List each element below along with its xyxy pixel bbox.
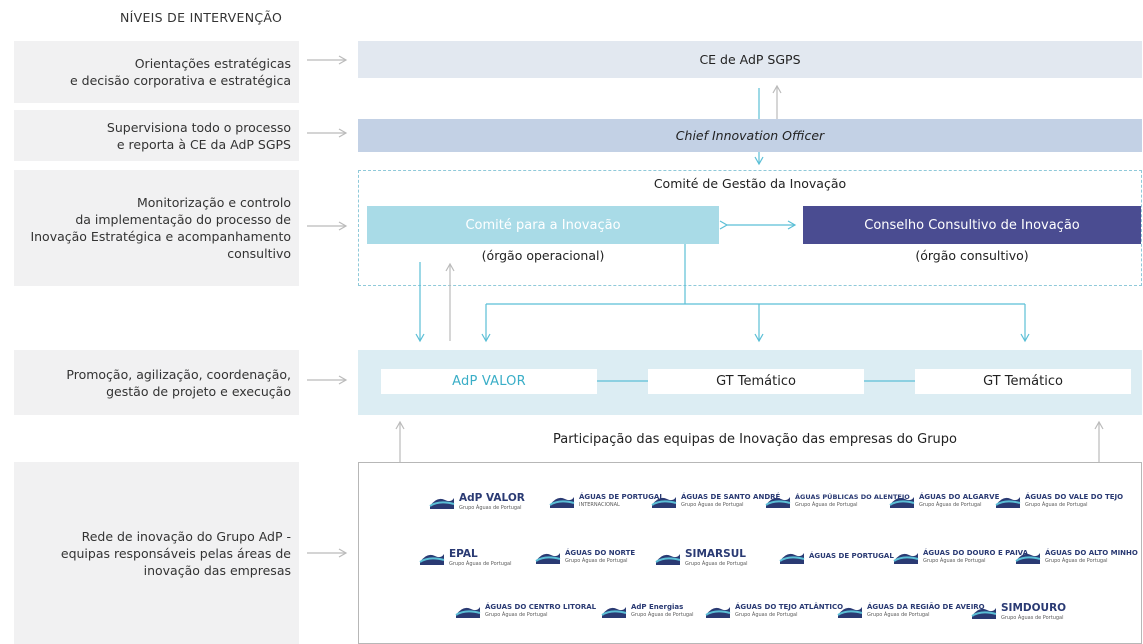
logo-name: SIMDOURO — [1001, 602, 1067, 614]
wave-logo-icon — [419, 553, 445, 565]
level-promotion: Promoção, agilização, coordenação, gestã… — [14, 350, 299, 415]
wave-logo-icon — [655, 553, 681, 565]
wave-logo-icon — [429, 497, 455, 509]
conselho-consultivo-sub: (órgão consultivo) — [915, 248, 1029, 263]
wave-logo-icon — [893, 553, 919, 564]
wave-logo-icon — [601, 607, 627, 618]
level-network-text: Rede de inovação do Grupo AdP - equipas … — [60, 528, 291, 578]
level-strategic-text: Orientações estratégicas e decisão corpo… — [70, 56, 291, 88]
wave-logo-icon — [765, 497, 791, 508]
logo-name: SIMARSUL — [685, 548, 746, 560]
logo-name: ÁGUAS DE PORTUGAL — [809, 551, 894, 560]
logo-sub: Grupo Águas de Portugal — [867, 612, 930, 618]
logo-name: AdP VALOR — [459, 492, 525, 504]
logo-sub: Grupo Águas de Portugal — [923, 558, 986, 564]
logo-sub: Grupo Águas de Portugal — [681, 502, 744, 508]
logo-name: ÁGUAS DO ALGARVE — [919, 493, 1000, 501]
gt-tematico-chip-2: GT Temático — [915, 369, 1131, 394]
wave-logo-icon — [971, 607, 997, 619]
wave-logo-icon — [705, 607, 731, 618]
ce-adp-sgps-label: CE de AdP SGPS — [699, 52, 801, 67]
logo-sub: Grupo Águas de Portugal — [919, 502, 982, 508]
logo-sub: Grupo Águas de Portugal — [1001, 614, 1064, 621]
logo-sub: Grupo Águas de Portugal — [1045, 558, 1108, 564]
adp-valor-label: AdP VALOR — [452, 374, 526, 389]
logo-sub: Grupo Águas de Portugal — [631, 612, 694, 618]
gt-tematico-chip-1: GT Temático — [648, 369, 864, 394]
wave-logo-icon — [549, 497, 575, 508]
wave-logo-icon — [889, 497, 915, 508]
adp-valor-chip: AdP VALOR — [381, 369, 597, 394]
logo-sub: Grupo Águas de Portugal — [795, 501, 858, 508]
comite-inovacao-sub: (órgão operacional) — [481, 248, 605, 263]
comite-gestao-title: Comité de Gestão da Inovação — [653, 176, 847, 191]
logo-sub: INTERNACIONAL — [579, 502, 620, 508]
level-monitoring: Monitorização e controlo da implementaçã… — [14, 170, 299, 286]
logo-sub: Grupo Águas de Portugal — [485, 612, 548, 618]
level-network: Rede de inovação do Grupo AdP - equipas … — [14, 462, 299, 644]
cio-label: Chief Innovation Officer — [675, 128, 825, 143]
logo-name: ÁGUAS DO TEJO ATLÂNTICO — [735, 603, 844, 611]
gt-tematico-label-1: GT Temático — [716, 374, 796, 389]
cio-box: Chief Innovation Officer — [358, 119, 1142, 152]
gt-tematico-label-2: GT Temático — [983, 374, 1063, 389]
logo-name: AdP Energias — [631, 603, 684, 611]
wave-logo-icon — [779, 553, 805, 564]
level-strategic: Orientações estratégicas e decisão corpo… — [14, 41, 299, 103]
logo-name: ÁGUAS DO NORTE — [565, 549, 636, 557]
comite-inovacao-label: Comité para a Inovação — [465, 217, 621, 233]
logo-name: ÁGUAS DO VALE DO TEJO — [1025, 493, 1124, 501]
logo-name: ÁGUAS DO DOURO E PAIVA — [923, 549, 1029, 557]
level-promotion-text: Promoção, agilização, coordenação, gestã… — [66, 366, 291, 399]
logo-sub: Grupo Águas de Portugal — [565, 558, 628, 564]
levels-heading: NÍVEIS DE INTERVENÇÃO — [120, 10, 283, 25]
logo-name: EPAL — [449, 548, 478, 560]
logo-name: ÁGUAS PÚBLICAS DO ALENTEJO — [795, 493, 910, 502]
wave-logo-icon — [837, 607, 863, 618]
logo-name: ÁGUAS DO CENTRO LITORAL — [485, 603, 597, 611]
comite-gestao-frame — [358, 170, 1142, 286]
ce-adp-sgps-box: CE de AdP SGPS — [358, 41, 1142, 78]
level-supervision: Supervisiona todo o processo e reporta à… — [14, 110, 299, 161]
wave-logo-icon — [1015, 553, 1041, 564]
logo-name: ÁGUAS DE PORTUGAL — [579, 493, 664, 501]
wave-logo-icon — [995, 497, 1021, 508]
logo-name: ÁGUAS DO ALTO MINHO — [1045, 549, 1138, 557]
logo-sub: Grupo Águas de Portugal — [1025, 502, 1088, 508]
comite-inovacao-box: Comité para a Inovação — [367, 206, 719, 244]
logo-sub: Grupo Águas de Portugal — [449, 560, 512, 567]
logo-sub: Grupo Águas de Portugal — [735, 612, 798, 618]
logo-aguas-portugal: ÁGUAS DE PORTUGAL — [779, 549, 894, 565]
logo-sub: Grupo Águas de Portugal — [685, 560, 748, 567]
wave-logo-icon — [651, 497, 677, 508]
level-monitoring-text: Monitorização e controlo da implementaçã… — [30, 195, 291, 261]
wave-logo-icon — [455, 607, 481, 618]
logo-name: ÁGUAS DE SANTO ANDRÉ — [681, 493, 781, 501]
logo-name: ÁGUAS DA REGIÃO DE AVEIRO — [867, 603, 985, 611]
participation-label: Participação das equipas de Inovação das… — [552, 432, 957, 447]
conselho-consultivo-label: Conselho Consultivo de Inovação — [864, 217, 1080, 233]
logo-sub: Grupo Águas de Portugal — [459, 504, 522, 511]
level-supervision-text: Supervisiona todo o processo e reporta à… — [106, 119, 291, 152]
wave-logo-icon — [535, 553, 561, 564]
conselho-consultivo-box: Conselho Consultivo de Inovação — [803, 206, 1141, 244]
